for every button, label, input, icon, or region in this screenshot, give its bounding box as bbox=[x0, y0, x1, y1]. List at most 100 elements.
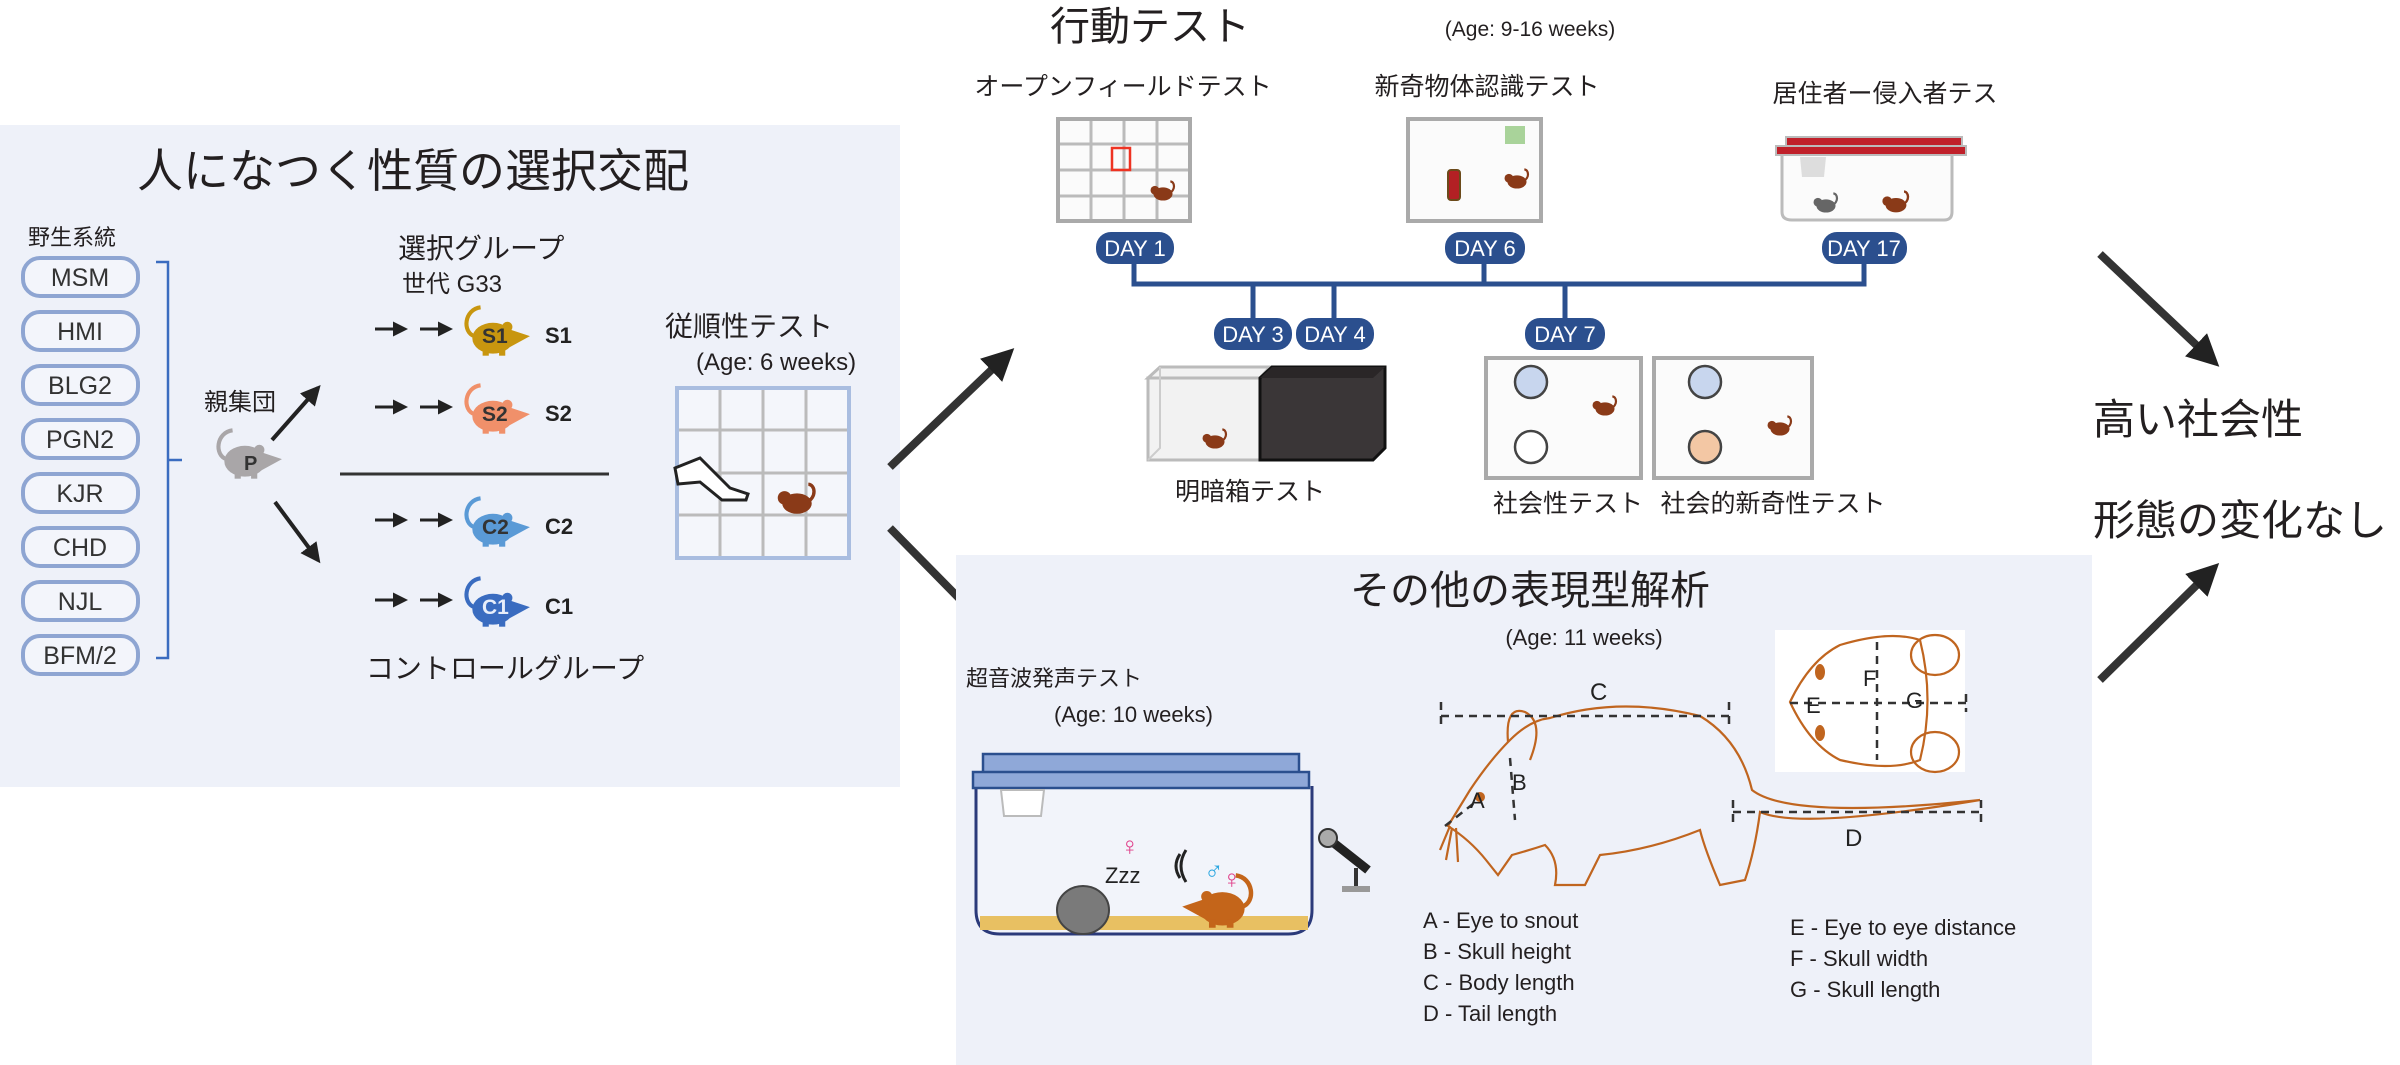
female-symbol: ♀ bbox=[1120, 831, 1140, 861]
strain-bracket bbox=[156, 260, 182, 660]
legend-item: B - Skull height bbox=[1423, 939, 1571, 964]
c1-label: C1 bbox=[545, 594, 573, 619]
hand-icon bbox=[673, 456, 750, 502]
day-4-badge: DAY 4 bbox=[1296, 318, 1374, 350]
strain-item: MSM bbox=[21, 256, 140, 298]
measure-g: G bbox=[1906, 688, 1923, 713]
day-7-badge: DAY 7 bbox=[1525, 318, 1605, 350]
measurement-legend-right: E - Eye to eye distance F - Skull width … bbox=[1790, 915, 2016, 1002]
arrow-from-phenotype bbox=[2097, 563, 2220, 683]
arrow-to-selected bbox=[270, 385, 321, 442]
group-row-s1: S1 S1 bbox=[375, 307, 572, 355]
strain-label: BFM/2 bbox=[43, 642, 117, 670]
arrow-to-control bbox=[273, 500, 321, 564]
svg-text:DAY 1: DAY 1 bbox=[1104, 236, 1166, 261]
strain-label: KJR bbox=[56, 480, 103, 508]
cube-object bbox=[1505, 126, 1525, 144]
usv-age: (Age: 10 weeks) bbox=[1054, 702, 1213, 727]
day-6-badge: DAY 6 bbox=[1445, 232, 1525, 264]
strain-item: BLG2 bbox=[21, 364, 140, 406]
outcome-morphology: 形態の変化なし bbox=[2093, 497, 2387, 544]
mouse-side-view: C D A B bbox=[1438, 679, 1983, 887]
svg-text:DAY 3: DAY 3 bbox=[1222, 322, 1284, 347]
generation-label: 世代 G33 bbox=[402, 271, 502, 298]
female-symbol-2: ♀ bbox=[1222, 864, 1242, 894]
group-row-s2: S2 S2 bbox=[375, 385, 572, 433]
strain-item: CHD bbox=[21, 526, 140, 568]
phenotype-panel: その他の表現型解析 (Age: 11 weeks) 超音波発声テスト (Age:… bbox=[956, 555, 2092, 1065]
day-3-badge: DAY 3 bbox=[1214, 318, 1292, 350]
legend-item: D - Tail length bbox=[1423, 1001, 1557, 1026]
timeline: DAY 1 DAY 6 DAY 17 DAY 3 DAY 4 DAY 7 bbox=[1096, 232, 1907, 350]
selected-group-label: 選択グループ bbox=[398, 233, 564, 264]
s2-icon-label: S2 bbox=[482, 403, 508, 426]
novel-object-label: 新奇物体認識テスト bbox=[1374, 73, 1599, 101]
social-novelty-label: 社会的新奇性テスト bbox=[1660, 490, 1885, 518]
behavior-section: 行動テスト (Age: 9-16 weeks) オープンフィールドテスト 新奇物… bbox=[974, 5, 1997, 518]
parent-population-label: 親集団 bbox=[204, 389, 276, 416]
measure-b: B bbox=[1512, 770, 1527, 795]
svg-text:DAY 7: DAY 7 bbox=[1534, 322, 1596, 347]
tameness-test-label: 従順性テスト bbox=[665, 311, 833, 342]
legend-item: E - Eye to eye distance bbox=[1790, 915, 2016, 940]
measure-e: E bbox=[1806, 693, 1821, 718]
cage-with-mouse bbox=[1513, 364, 1549, 400]
c1-icon-label: C1 bbox=[482, 596, 509, 619]
parent-mouse-label: P bbox=[244, 453, 257, 475]
strain-label: NJL bbox=[58, 588, 103, 616]
group-row-c1: C1 C1 bbox=[375, 578, 573, 626]
strain-item: HMI bbox=[21, 310, 140, 352]
sleeping-mouse-icon bbox=[1056, 885, 1110, 935]
strain-item: PGN2 bbox=[21, 418, 140, 460]
group-row-c2: C2 C2 bbox=[375, 498, 573, 546]
male-symbol: ♂ bbox=[1204, 856, 1224, 886]
svg-text:DAY 6: DAY 6 bbox=[1454, 236, 1516, 261]
novel-cage bbox=[1687, 429, 1723, 465]
selection-title: 人になつく性質の選択交配 bbox=[137, 145, 689, 197]
day-1-badge: DAY 1 bbox=[1096, 232, 1174, 264]
bedding bbox=[980, 916, 1308, 930]
arrow-to-behavior bbox=[887, 348, 1015, 470]
novel-object-arena bbox=[1406, 117, 1543, 223]
selection-panel: 人になつく性質の選択交配 野生系統 MSM HMI BLG2 PGN2 KJR … bbox=[0, 125, 900, 787]
usv-cage: Zzz ♀ ♂ ♀ bbox=[971, 752, 1314, 936]
strain-label: PGN2 bbox=[46, 426, 114, 454]
phenotype-age: (Age: 11 weeks) bbox=[1505, 625, 1662, 650]
s1-label: S1 bbox=[545, 323, 572, 348]
tameness-age: (Age: 6 weeks) bbox=[696, 349, 856, 376]
tameness-arena bbox=[673, 386, 851, 560]
strain-list: MSM HMI BLG2 PGN2 KJR CHD NJL BFM/2 bbox=[21, 256, 140, 676]
mouse-head-top-view: E F G bbox=[1775, 630, 1968, 774]
control-group-label: コントロールグループ bbox=[366, 653, 644, 684]
open-field-label: オープンフィールドテスト bbox=[974, 73, 1271, 101]
measure-d: D bbox=[1845, 825, 1862, 852]
open-field-arena bbox=[1056, 117, 1192, 223]
light-dark-box bbox=[1144, 365, 1387, 462]
strain-item: KJR bbox=[21, 472, 140, 514]
outcome-sociality: 高い社会性 bbox=[2093, 396, 2303, 443]
legend-item: A - Eye to snout bbox=[1423, 908, 1578, 933]
arrow-from-behavior bbox=[2097, 251, 2220, 367]
behavior-age: (Age: 9-16 weeks) bbox=[1445, 18, 1615, 41]
social-novelty-arena bbox=[1652, 356, 1814, 480]
measure-a: A bbox=[1470, 788, 1485, 813]
light-dark-label: 明暗箱テスト bbox=[1175, 478, 1325, 506]
familiar-cage bbox=[1687, 364, 1723, 400]
svg-text:DAY 17: DAY 17 bbox=[1827, 236, 1901, 261]
cylinder-object bbox=[1447, 169, 1461, 201]
s2-label: S2 bbox=[545, 401, 572, 426]
strain-label: MSM bbox=[51, 264, 109, 292]
sociability-label: 社会性テスト bbox=[1493, 490, 1643, 518]
c2-icon-label: C2 bbox=[482, 516, 509, 539]
wild-strains-label: 野生系統 bbox=[28, 225, 116, 250]
center-zone bbox=[1110, 146, 1132, 172]
measure-c: C bbox=[1590, 679, 1607, 706]
legend-item: C - Body length bbox=[1423, 970, 1575, 995]
empty-cage bbox=[1513, 429, 1549, 465]
usv-test-label: 超音波発声テスト bbox=[966, 666, 1142, 691]
strain-item: NJL bbox=[21, 580, 140, 622]
s1-icon-label: S1 bbox=[482, 325, 508, 348]
measure-f: F bbox=[1863, 666, 1876, 691]
strain-label: CHD bbox=[53, 534, 107, 562]
